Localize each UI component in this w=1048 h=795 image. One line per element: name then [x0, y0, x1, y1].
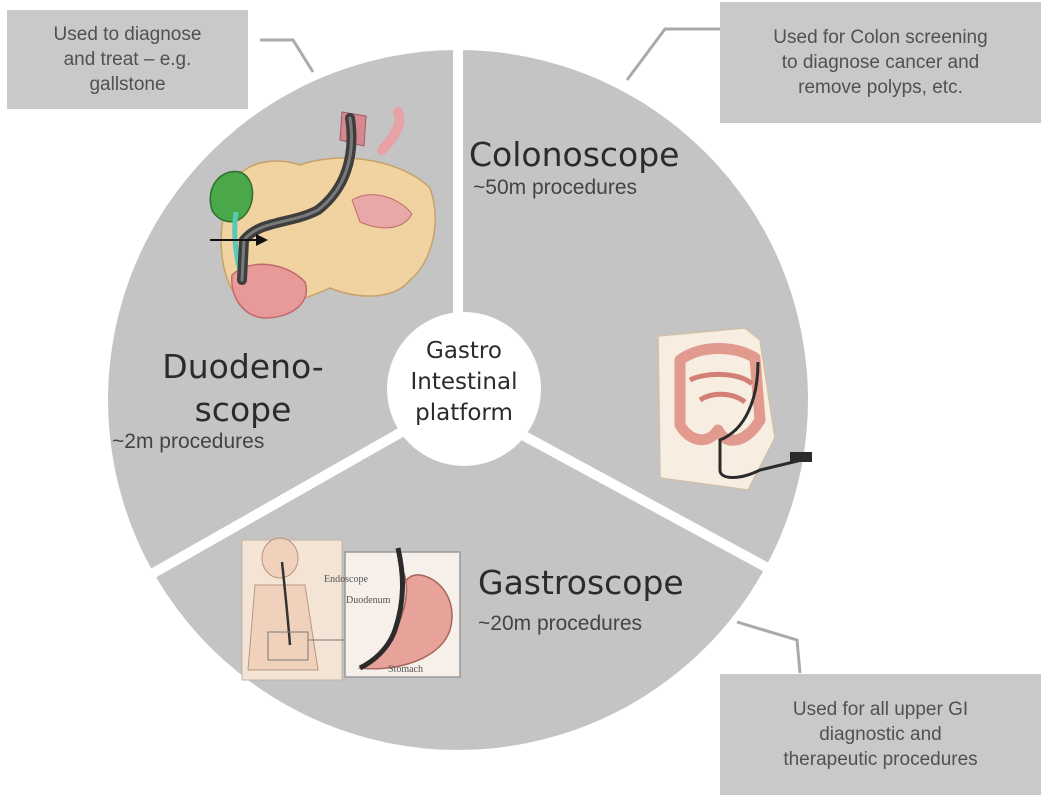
- colonoscope-title: Colonoscope: [469, 135, 679, 175]
- colonoscope-procedures: ~50m procedures: [473, 176, 637, 200]
- duodenoscope-title-line: Duodeno-: [118, 345, 368, 388]
- callout-line: gallstone: [89, 72, 165, 97]
- duodenoscope-title-line: scope: [118, 388, 368, 431]
- callout-line: diagnostic and: [819, 722, 942, 747]
- callout-duodenoscope: Used to diagnose and treat – e.g. gallst…: [7, 10, 248, 109]
- callout-colonoscope: Used for Colon screening to diagnose can…: [720, 2, 1041, 123]
- callout-line: to diagnose cancer and: [782, 50, 980, 75]
- image-label-duodenum: Duodenum: [346, 595, 391, 606]
- callout-line: therapeutic procedures: [783, 747, 977, 772]
- duodenoscope-title: Duodeno- scope: [118, 345, 368, 431]
- callout-line: Used for Colon screening: [773, 25, 987, 50]
- callout-line: Used to diagnose: [54, 22, 202, 47]
- center-label: Gastro Intestinal platform: [389, 336, 539, 429]
- callout-line: and treat – e.g.: [64, 47, 192, 72]
- gastroscope-procedures: ~20m procedures: [478, 612, 642, 636]
- leader-line-duodenoscope: [260, 40, 313, 72]
- callout-line: remove polyps, etc.: [798, 75, 963, 100]
- patient-head: [262, 538, 298, 578]
- duodenoscope-procedures: ~2m procedures: [112, 430, 264, 454]
- center-label-line: Gastro: [389, 336, 539, 367]
- center-label-line: platform: [389, 398, 539, 429]
- leader-line-gastroscope: [737, 622, 800, 673]
- image-label-endoscope: Endoscope: [324, 574, 368, 585]
- callout-gastroscope: Used for all upper GI diagnostic and the…: [720, 674, 1041, 795]
- gastroscope-title: Gastroscope: [478, 563, 684, 603]
- center-label-line: Intestinal: [389, 367, 539, 398]
- image-label-stomach: Stomach: [388, 664, 423, 675]
- callout-line: Used for all upper GI: [793, 697, 968, 722]
- gastroscope-illustration: Endoscope Duodenum Stomach: [242, 538, 460, 680]
- leader-line-colonoscope: [627, 29, 720, 80]
